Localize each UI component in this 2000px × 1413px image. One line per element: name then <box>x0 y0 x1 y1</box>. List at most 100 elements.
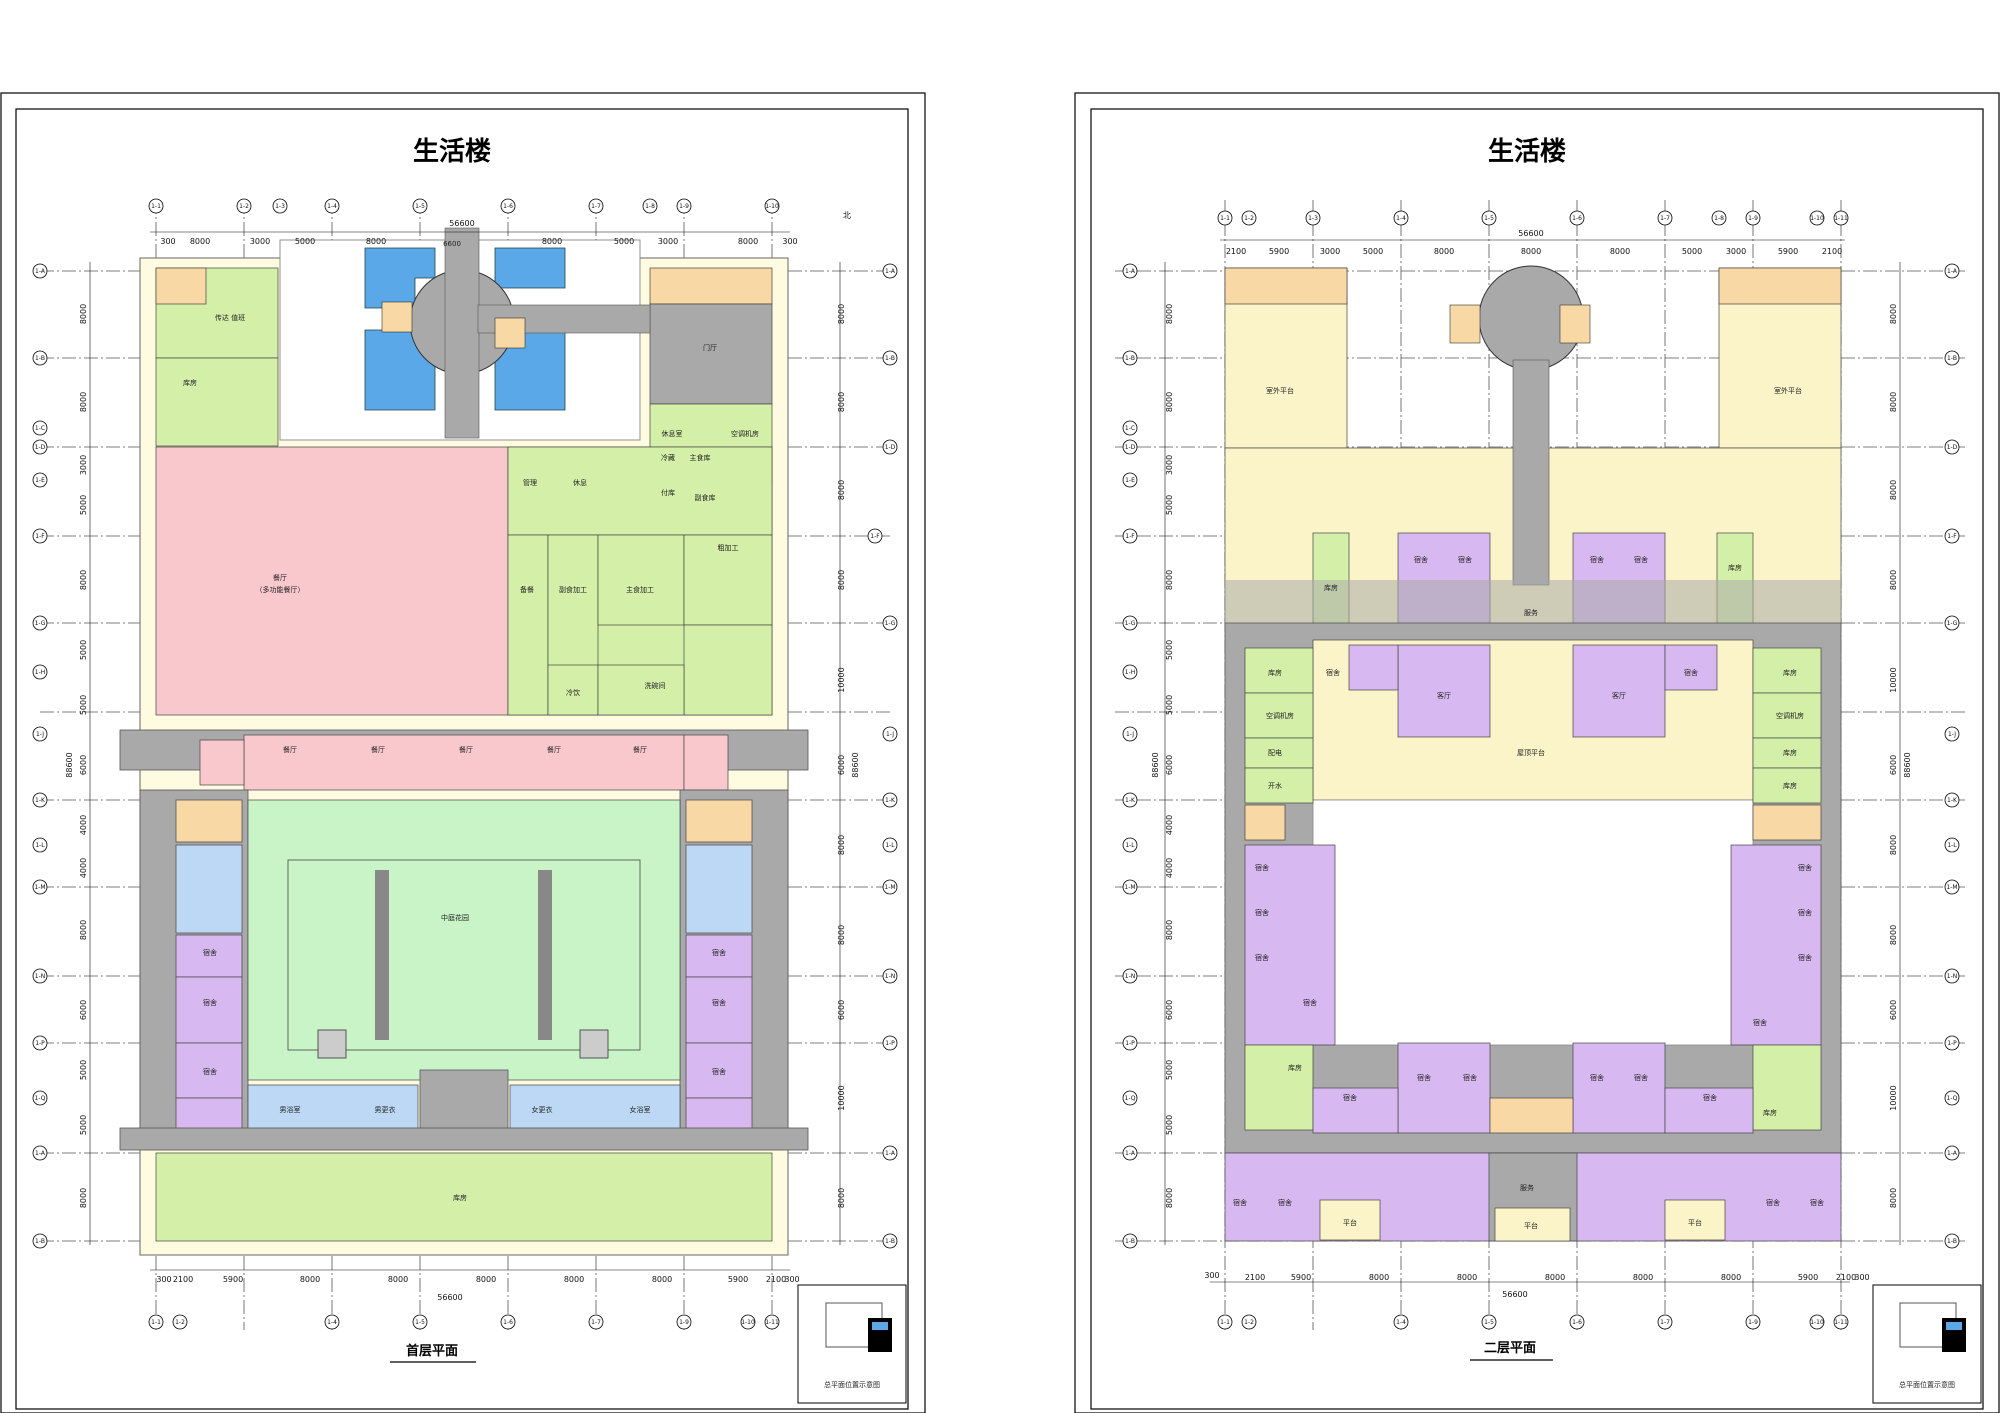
room-dishwash <box>597 664 685 716</box>
svg-text:库房: 库房 <box>1763 1108 1777 1117</box>
label-lobby: 门厅 <box>703 343 717 352</box>
room-rough-prep-2 <box>683 624 773 716</box>
room-w-ac <box>1244 692 1314 739</box>
svg-text:8000: 8000 <box>1165 392 1174 412</box>
svg-text:1-6: 1-6 <box>503 1319 513 1326</box>
svg-text:8000: 8000 <box>1889 835 1898 855</box>
label-pavilion-dim: 6600 <box>443 240 461 248</box>
svg-text:宿舍: 宿舍 <box>1303 998 1317 1007</box>
svg-text:6000: 6000 <box>1165 1000 1174 1020</box>
svg-text:5000: 5000 <box>1165 1060 1174 1080</box>
svg-text:8000: 8000 <box>1165 304 1174 324</box>
svg-text:1-11: 1-11 <box>1834 215 1848 222</box>
dorm-column-e <box>1730 844 1822 1046</box>
svg-text:1-L: 1-L <box>1947 842 1957 849</box>
svg-text:1-9: 1-9 <box>1748 1319 1758 1326</box>
svg-text:1-P: 1-P <box>1947 1040 1957 1047</box>
svg-text:8000: 8000 <box>79 304 88 324</box>
room-e-ac <box>1752 692 1822 739</box>
svg-text:56600: 56600 <box>449 219 474 228</box>
location-key-marker-fill <box>872 1322 888 1330</box>
label-dining-2: 餐厅 <box>371 745 385 754</box>
location-key-label-2: 总平面位置示意图 <box>1899 1380 1955 1389</box>
bottom-dimensions: 300 2100 5900 8000 8000 8000 8000 8000 5… <box>150 1269 800 1302</box>
svg-text:1-M: 1-M <box>1124 884 1135 891</box>
svg-text:宿舍: 宿舍 <box>1458 555 1472 564</box>
garden-bench-right <box>538 870 552 1040</box>
label-rough-prep: 粗加工 <box>718 543 739 552</box>
grid-bubbles-left: 1-A 1-B 1-C 1-D 1-E 1-F 1-G 1-H 1-J 1-K … <box>32 263 48 1249</box>
label-dining-3: 餐厅 <box>459 745 473 754</box>
svg-text:300: 300 <box>156 1275 171 1284</box>
room-w-kettle <box>1244 767 1314 804</box>
svg-text:1-D: 1-D <box>35 444 46 451</box>
label-rest: 休息室 <box>662 429 683 438</box>
floor-caption: 首层平面 <box>406 1343 458 1359</box>
svg-text:6000: 6000 <box>79 755 88 775</box>
svg-text:宿舍: 宿舍 <box>1766 1198 1780 1207</box>
svg-text:1-5: 1-5 <box>415 1319 425 1326</box>
svg-text:1-A: 1-A <box>35 1150 46 1157</box>
svg-text:8000: 8000 <box>738 237 758 246</box>
grid-bubbles-bottom-2: 1-1 1-2 1-4 1-5 1-6 1-7 1-9 1-10 1-11 <box>1217 1314 1849 1330</box>
svg-text:宿舍: 宿舍 <box>1343 1093 1357 1102</box>
svg-text:2100: 2100 <box>1822 247 1842 256</box>
svg-text:1-M: 1-M <box>1946 884 1957 891</box>
svg-text:6000: 6000 <box>1889 755 1898 775</box>
svg-text:88600: 88600 <box>851 752 860 777</box>
svg-text:1-6: 1-6 <box>1572 215 1582 222</box>
central-garden <box>247 799 681 1081</box>
svg-text:8000: 8000 <box>1434 247 1454 256</box>
svg-text:8000: 8000 <box>190 237 210 246</box>
svg-text:56600: 56600 <box>1502 1290 1527 1299</box>
svg-text:300: 300 <box>782 237 797 246</box>
label-dorm-w3: 宿舍 <box>203 1067 217 1076</box>
svg-text:库房: 库房 <box>1324 583 1338 592</box>
svg-text:8000: 8000 <box>1165 570 1174 590</box>
svg-text:1-1: 1-1 <box>1220 1319 1230 1326</box>
bath-women <box>509 1084 681 1134</box>
label-bath-men: 男浴室 <box>280 1105 301 1114</box>
svg-text:宿舍: 宿舍 <box>1255 863 1269 872</box>
svg-text:1-J: 1-J <box>1126 731 1134 738</box>
right-dimensions: 8000 8000 8000 8000 10000 6000 88600 800… <box>837 262 860 1245</box>
svg-text:300: 300 <box>1204 1271 1219 1280</box>
grid-bubbles-top-2: 1-1 1-2 1-3 1-4 1-5 1-6 1-7 1-8 1-9 1-10… <box>1217 210 1849 226</box>
dorm-block-s2 <box>1572 1042 1666 1134</box>
svg-text:5000: 5000 <box>79 640 88 660</box>
room-dining-row-start <box>199 739 245 786</box>
svg-text:8000: 8000 <box>1457 1273 1477 1282</box>
svg-text:1-J: 1-J <box>36 731 44 738</box>
svg-text:宿舍: 宿舍 <box>1255 953 1269 962</box>
svg-text:宿舍: 宿舍 <box>1417 1073 1431 1082</box>
floor-caption-2: 二层平面 <box>1484 1341 1536 1356</box>
svg-text:服务: 服务 <box>1520 1183 1534 1192</box>
label-dining-hall: 餐厅 <box>273 573 287 582</box>
label-change-men: 男更衣 <box>375 1105 396 1114</box>
label-servery: 备餐 <box>520 585 534 594</box>
svg-text:8000: 8000 <box>1165 920 1174 940</box>
dorm-inner-w <box>1348 644 1399 691</box>
svg-text:2100: 2100 <box>1226 247 1246 256</box>
platform-1 <box>1319 1199 1381 1241</box>
room-e-storage <box>1752 647 1822 694</box>
sheet-inner-border <box>15 108 909 1410</box>
svg-text:1-L: 1-L <box>35 842 45 849</box>
toilet-west <box>175 844 243 934</box>
svg-text:8000: 8000 <box>837 480 846 500</box>
svg-text:1-4: 1-4 <box>1396 215 1406 222</box>
svg-text:88600: 88600 <box>65 752 74 777</box>
svg-text:宿舍: 宿舍 <box>1590 555 1604 564</box>
svg-text:6000: 6000 <box>79 1000 88 1020</box>
room-labels: 传达 值班 库房 门厅 休息室 空调机房 管理 休息 冷藏 主食库 付库 副食库… <box>183 240 759 1202</box>
svg-text:1-N: 1-N <box>885 973 895 980</box>
corridor-upper-2 <box>1225 580 1841 630</box>
dorm-column-w <box>1244 844 1336 1046</box>
svg-text:1-2: 1-2 <box>175 1319 185 1326</box>
svg-text:1-D: 1-D <box>1947 444 1958 451</box>
svg-text:宿舍: 宿舍 <box>1810 1198 1824 1207</box>
svg-text:1-B: 1-B <box>35 1238 45 1245</box>
room-w-storage <box>1244 647 1314 694</box>
label-bath-women: 女浴室 <box>630 1105 651 1114</box>
